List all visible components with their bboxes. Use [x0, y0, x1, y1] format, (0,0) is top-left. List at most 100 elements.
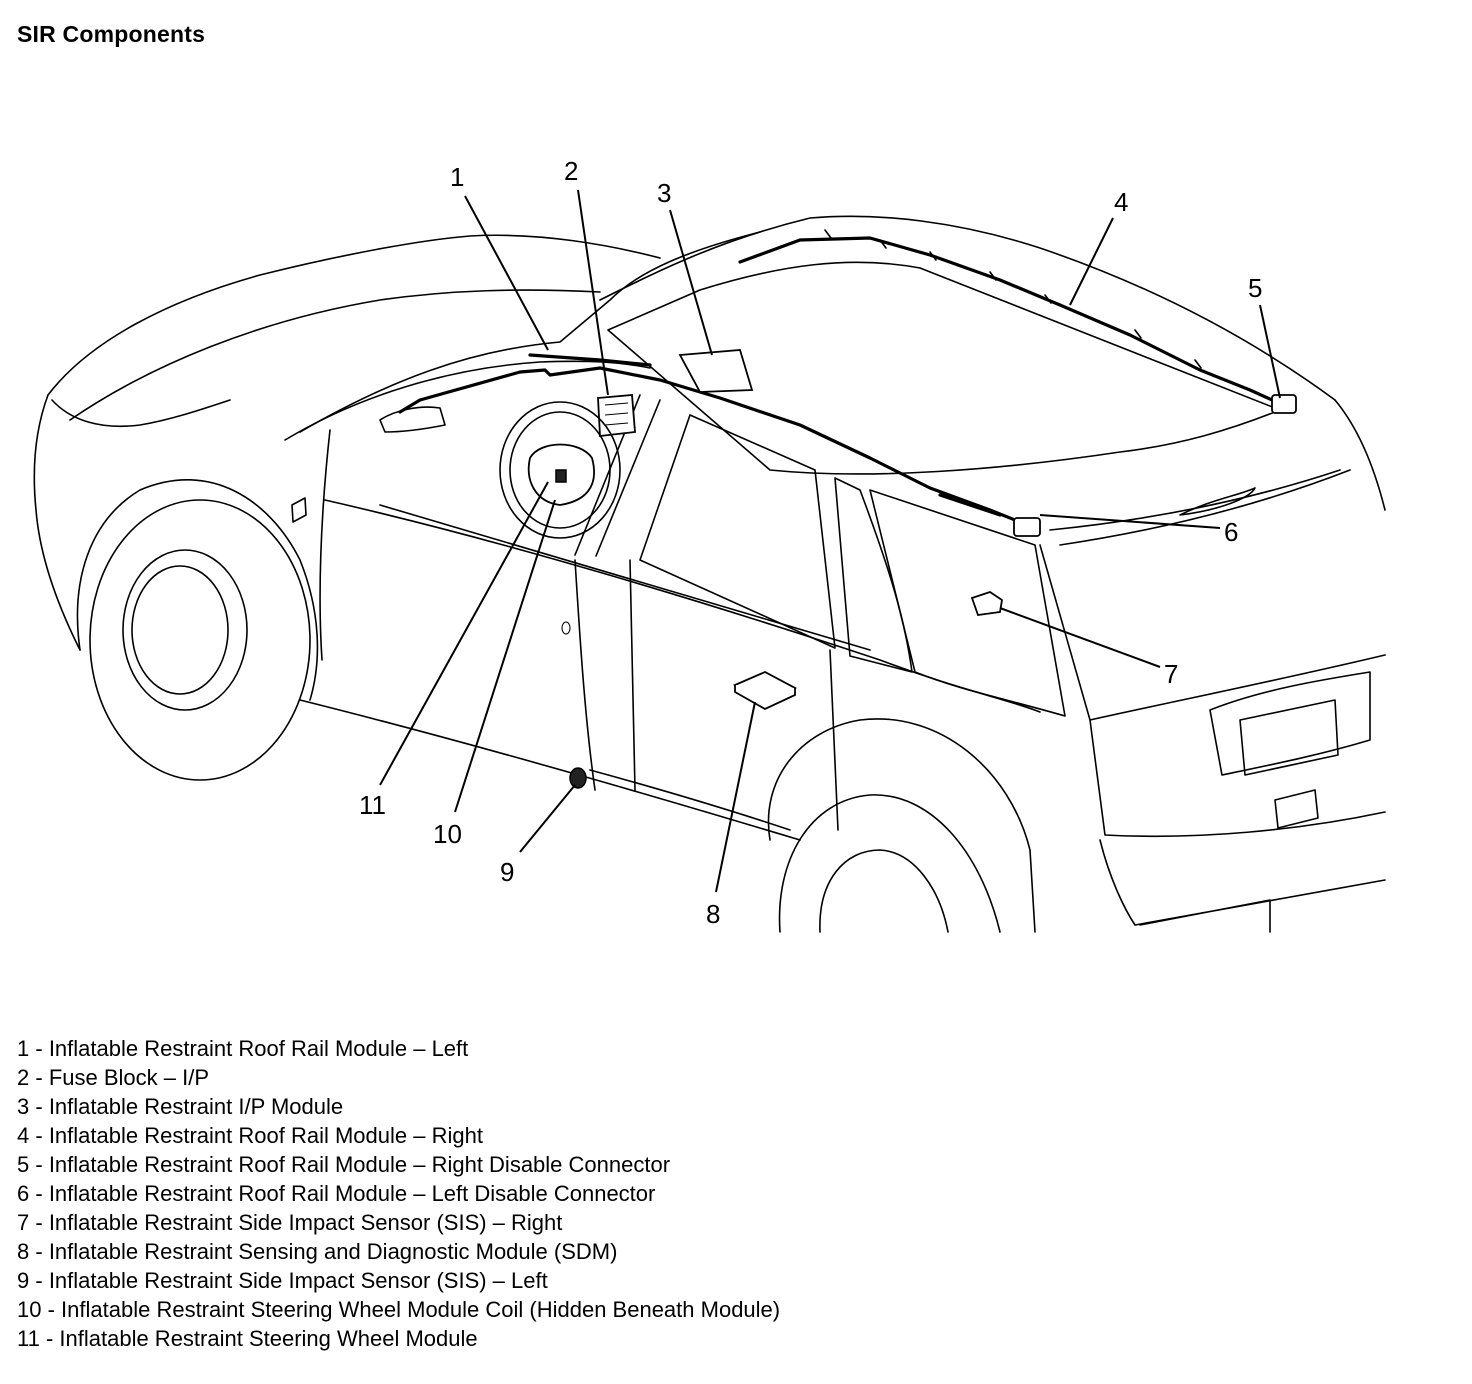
callout-1: 1: [450, 162, 464, 192]
hood-crease: [69, 289, 601, 421]
leader-8: [715, 701, 756, 893]
vehicle-body: [33, 215, 1386, 933]
body-crease: [379, 504, 871, 651]
legend-label: Inflatable Restraint Roof Rail Module – …: [48, 1152, 671, 1177]
roof-rail-module-left: [398, 366, 1037, 530]
legend-label: Inflatable Restraint Steering Wheel Modu…: [59, 1326, 478, 1351]
front-door-window: [639, 414, 836, 649]
legend-item: 2 - Fuse Block – I/P: [17, 1063, 780, 1092]
rear-door-edge: [829, 649, 839, 831]
legend-separator: -: [29, 1268, 49, 1293]
rear-rim: [819, 849, 949, 933]
legend-label: Inflatable Restraint Side Impact Sensor …: [48, 1210, 563, 1235]
leader-11: [379, 481, 549, 786]
legend-item: 11 - Inflatable Restraint Steering Wheel…: [17, 1324, 780, 1353]
legend-separator: -: [29, 1065, 49, 1090]
legend-number: 11: [17, 1326, 40, 1351]
ip-module: [678, 349, 754, 393]
leader-3: [669, 209, 713, 356]
legend-item: 7 - Inflatable Restraint Side Impact Sen…: [17, 1208, 780, 1237]
legend-number: 8: [17, 1239, 30, 1264]
vehicle-diagram: 1 2 3 4 5 6 7 8 9 10 11: [33, 156, 1386, 933]
legend-number: 6: [17, 1181, 30, 1206]
front-door-edge: [574, 559, 636, 791]
roof-rail-module-right: [738, 236, 1292, 410]
hood-outline: [47, 234, 661, 396]
front-wheel-arch: [76, 479, 319, 701]
body-side-lower: [299, 699, 801, 841]
side-impact-sensor-left: [569, 767, 587, 789]
rear-wheel: [767, 718, 1036, 933]
leader-4: [1069, 217, 1114, 306]
callout-3: 3: [657, 178, 671, 208]
leader-5: [1259, 304, 1281, 399]
steering-wheel-rim: [509, 411, 611, 529]
windshield: [299, 231, 761, 433]
license-plate: [1239, 699, 1339, 776]
rear-hatch: [1039, 544, 1386, 838]
steering-wheel: [499, 401, 621, 539]
side-impact-sensor-right: [970, 591, 1003, 616]
callout-7: 7: [1164, 659, 1178, 689]
legend-label: Inflatable Restraint Sensing and Diagnos…: [48, 1239, 618, 1264]
leader-2: [577, 189, 609, 396]
legend-item: 9 - Inflatable Restraint Side Impact Sen…: [17, 1266, 780, 1295]
rear-bumper: [1099, 839, 1386, 933]
legend-number: 9: [17, 1268, 30, 1293]
legend-separator: -: [29, 1036, 49, 1061]
leader-1: [464, 195, 549, 351]
left-inflator: [938, 493, 1002, 517]
front-fascia: [33, 394, 81, 651]
legend-item: 4 - Inflatable Restraint Roof Rail Modul…: [17, 1121, 780, 1150]
legend-separator: -: [29, 1239, 49, 1264]
callout-11: 11: [359, 790, 386, 820]
callout-6: 6: [1224, 517, 1238, 547]
rear-wheel-arch: [767, 718, 1036, 933]
legend-label: Inflatable Restraint Roof Rail Module – …: [48, 1036, 469, 1061]
roof-outline: [599, 215, 1336, 401]
door-lock: [561, 621, 571, 635]
component-legend: 1 - Inflatable Restraint Roof Rail Modul…: [17, 1034, 780, 1353]
fuse-block: [597, 394, 636, 438]
front-marker: [291, 497, 307, 523]
legend-label: Inflatable Restraint Steering Wheel Modu…: [61, 1297, 781, 1322]
legend-label: Inflatable Restraint I/P Module: [48, 1094, 344, 1119]
legend-number: 10: [17, 1297, 42, 1322]
steering-wheel-logo: [555, 469, 567, 483]
front-wheel: [76, 479, 319, 781]
legend-number: 4: [17, 1123, 30, 1148]
sensing-diagnostic-module-side: [734, 685, 796, 711]
rear-spoiler: [1059, 469, 1351, 546]
callout-4: 4: [1114, 187, 1128, 217]
callout-10: 10: [433, 819, 462, 849]
page-title: SIR Components: [17, 21, 206, 47]
left-disable-connector: [1013, 517, 1041, 537]
sir-components: [398, 229, 1297, 789]
front-tire: [89, 499, 311, 781]
callout-2: 2: [564, 156, 578, 186]
roof-rear: [1049, 399, 1386, 531]
front-rim-inner: [131, 565, 229, 695]
license-plate-area: [1209, 671, 1371, 776]
legend-number: 7: [17, 1210, 30, 1235]
body-side-upper: [319, 429, 1041, 713]
fuse-block-detail: [604, 402, 629, 426]
rear-tire: [778, 794, 1001, 933]
legend-item: 3 - Inflatable Restraint I/P Module: [17, 1092, 780, 1121]
legend-label: Fuse Block – I/P: [48, 1065, 209, 1090]
legend-separator: -: [29, 1094, 49, 1119]
roof-rail-module-left-front: [528, 353, 652, 367]
front-rim-outer: [122, 549, 248, 711]
callouts: 1 2 3 4 5 6 7 8 9 10 11: [359, 156, 1262, 929]
legend-item: 8 - Inflatable Restraint Sensing and Dia…: [17, 1237, 780, 1266]
legend-number: 1: [17, 1036, 30, 1061]
legend-item: 5 - Inflatable Restraint Roof Rail Modul…: [17, 1150, 780, 1179]
legend-separator: -: [29, 1181, 49, 1206]
legend-item: 1 - Inflatable Restraint Roof Rail Modul…: [17, 1034, 780, 1063]
legend-separator: -: [29, 1152, 49, 1177]
leader-lines: [379, 189, 1281, 893]
rear-reflector: [1274, 789, 1319, 829]
callout-8: 8: [706, 899, 720, 929]
legend-item: 10 - Inflatable Restraint Steering Wheel…: [17, 1295, 780, 1324]
legend-separator: -: [29, 1123, 49, 1148]
